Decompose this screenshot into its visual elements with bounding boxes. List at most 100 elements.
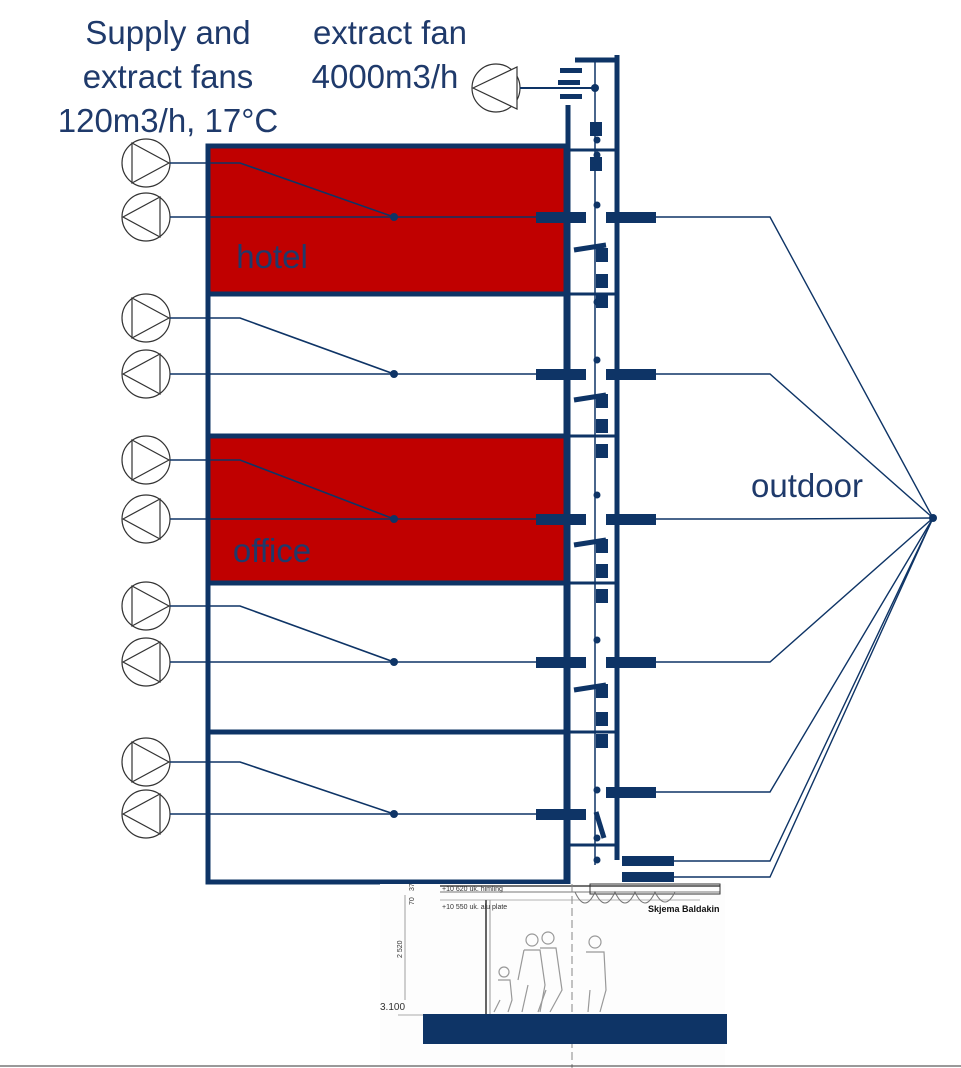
extract-fan-icon (121, 497, 161, 541)
inner-damper (536, 212, 586, 223)
shaft-damper (596, 734, 608, 748)
shaft-damper (596, 274, 608, 288)
extract-fan-label-line1: extract fan (313, 14, 467, 51)
ground-slab (423, 1014, 727, 1044)
ventilation-shaft (536, 55, 674, 884)
vent-louver (560, 68, 582, 73)
diagonal-damper (573, 392, 607, 403)
vent-louver (558, 80, 580, 85)
outer-damper (606, 369, 656, 380)
outdoor-connection (656, 216, 934, 519)
shaft-node (593, 356, 601, 364)
supply-fan-icon (131, 740, 171, 784)
diagonal-damper (573, 242, 607, 253)
outdoor-connection (674, 517, 934, 862)
inner-damper (536, 809, 586, 820)
shaft-node (593, 834, 601, 842)
bottom-damper-1 (622, 856, 674, 866)
shaft-damper (590, 157, 602, 171)
floor-label-hotel: hotel (236, 238, 308, 275)
shaft-node (593, 298, 601, 306)
extract-fan-icon (471, 66, 518, 110)
extract-fan-icon (121, 195, 161, 239)
cable-squiggle (574, 890, 676, 904)
dim-label-2: +10 550 uk. alu plate (442, 904, 507, 911)
outer-damper (606, 212, 656, 223)
fans-label-line1: Supply and (85, 14, 250, 51)
extract-fan-icon (121, 352, 161, 396)
supply-fan-icon (131, 438, 171, 482)
supply-fan-icon (131, 141, 171, 185)
inner-damper (536, 514, 586, 525)
floor-label-office: office (233, 532, 311, 569)
canopy-section-sketch: +10 620 uk. himling +10 550 uk. alu plat… (0, 883, 961, 1068)
outer-damper (606, 514, 656, 525)
shaft-damper (596, 419, 608, 433)
canopy-box (589, 883, 721, 895)
outdoor-connection (656, 373, 934, 519)
dim-label-1: +10 620 uk. himling (442, 886, 503, 893)
outdoor-connection (656, 517, 934, 663)
supply-duct (170, 459, 395, 520)
level-label: 3.100 (380, 1002, 405, 1013)
building-floors: hotel office (205, 143, 569, 885)
outer-damper (606, 657, 656, 668)
fans-label-line3: 120m3/h, 17°C (58, 102, 279, 139)
dim-label-4: 70 (409, 897, 416, 905)
shaft-damper (596, 444, 608, 458)
bottom-damper-2 (622, 872, 674, 882)
extract-fan-icon (121, 792, 161, 836)
people-silhouettes (493, 931, 607, 1013)
dim-label-3: 2 520 (397, 940, 404, 958)
shaft-node (593, 151, 601, 159)
extract-fan-node (591, 84, 599, 92)
outdoor-label: outdoor (751, 467, 863, 504)
duct-node (390, 810, 398, 818)
shaft-damper (596, 248, 608, 262)
floor-outline (205, 580, 569, 735)
supply-fan-icon (131, 296, 171, 340)
inner-damper (536, 369, 586, 380)
shaft-damper (590, 122, 602, 136)
vent-louver (560, 94, 582, 99)
extract-fan (471, 63, 599, 113)
shaft-node (593, 136, 601, 144)
extract-fan-label-line2: 4000m3/h (312, 58, 459, 95)
inner-damper (536, 657, 586, 668)
outdoor-connection (674, 517, 934, 878)
outdoor-connection (656, 517, 934, 520)
shaft-damper (596, 589, 608, 603)
floor-fill-office (208, 438, 566, 581)
floor-outline (205, 729, 569, 885)
duct-node (390, 515, 398, 523)
fans-label-line2: extract fans (83, 58, 254, 95)
shaft-damper (596, 564, 608, 578)
shaft-node (593, 491, 601, 499)
shaft-node (593, 856, 601, 864)
duct-node (390, 658, 398, 666)
outdoor-node (929, 514, 937, 522)
duct-node (390, 370, 398, 378)
shaft-node (593, 636, 601, 644)
duct-node (390, 213, 398, 221)
shaft-damper (596, 712, 608, 726)
dim-label-5: 37 (409, 883, 416, 891)
supply-duct (170, 162, 395, 218)
extract-fan-icon (121, 640, 161, 684)
supply-duct (170, 317, 395, 375)
diagonal-damper (573, 682, 607, 693)
shaft-node (593, 201, 601, 209)
outdoor-connection (656, 517, 934, 793)
diagonal-damper (593, 811, 607, 839)
room-fans (121, 138, 540, 839)
supply-duct (170, 605, 395, 663)
supply-fan-icon (131, 584, 171, 628)
outer-damper (606, 787, 656, 798)
floor-outline (205, 291, 569, 439)
outdoor-lines (656, 216, 934, 878)
shaft-node (593, 786, 601, 794)
diagonal-damper (573, 537, 607, 548)
section-title: Skjema Baldakin (648, 904, 720, 914)
supply-duct (170, 761, 395, 815)
